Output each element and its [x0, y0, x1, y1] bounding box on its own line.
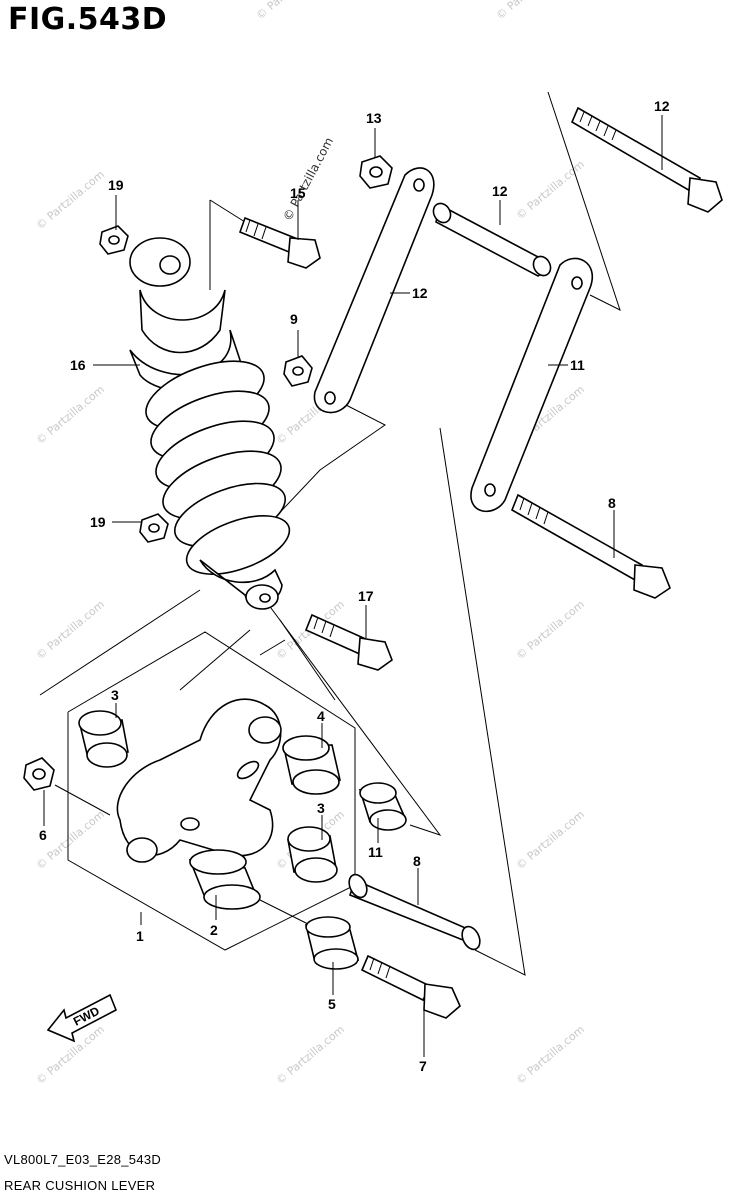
assembly-outline-lines [39, 91, 621, 976]
watermark-text: © Partzilla.com [34, 168, 107, 233]
callout-8: 8 [413, 853, 421, 869]
callout-3-right: 3 [317, 800, 325, 816]
callout-19-bottom: 19 [90, 514, 106, 530]
figure-name: REAR CUSHION LEVER [4, 1178, 156, 1193]
watermark-text: © Partzilla.com [514, 598, 587, 663]
callout-16: 16 [70, 357, 86, 373]
bolt-9 [510, 493, 671, 599]
callout-11: 11 [368, 844, 383, 860]
spacer-11 [358, 782, 407, 831]
callout-13: 12 [492, 183, 508, 199]
cushion-rod-right [470, 257, 593, 513]
fwd-arrow-icon: FWD [46, 993, 118, 1043]
callout-5: 5 [328, 996, 336, 1012]
shock-spring-coils [145, 360, 291, 575]
watermark-text: © Partzilla.com [514, 1023, 587, 1088]
spacer-13 [432, 202, 552, 277]
watermark-text: © Partzilla.com [254, 0, 327, 22]
nut-19-bottom [139, 513, 169, 543]
callout-12-right: 11 [570, 357, 585, 373]
callout-17: 15 [290, 185, 306, 201]
callout-1: 1 [136, 928, 144, 944]
callout-12-left: 12 [412, 285, 428, 301]
nut-15 [359, 155, 393, 189]
callout-6: 7 [419, 1058, 427, 1074]
figure-code: VL800L7_E03_E28_543D [4, 1152, 162, 1167]
nut-19-top [99, 225, 129, 255]
callout-10: 9 [290, 311, 298, 327]
rear-shock-absorber [129, 237, 291, 610]
callout-3-left: 3 [111, 687, 119, 703]
callout-7: 6 [39, 827, 47, 843]
bolt-17 [238, 216, 321, 269]
callout-9: 8 [608, 495, 616, 511]
spacer-5 [304, 916, 360, 970]
callout-labels: 19 13 15 12 12 12 11 9 16 8 19 17 3 4 3 … [39, 98, 670, 1074]
watermark-text: © Partzilla.com [34, 383, 107, 448]
leader-lines [43, 115, 663, 1057]
callout-14: 12 [654, 98, 670, 114]
watermark-text: © Partzilla.com [34, 598, 107, 663]
callout-2: 2 [210, 922, 218, 938]
bolt-18 [304, 613, 393, 671]
bearing-4 [282, 735, 341, 795]
spacer-8 [348, 873, 481, 951]
bearing-3-right [287, 826, 338, 883]
bearing-3-left [78, 710, 129, 768]
callout-18: 17 [358, 588, 374, 604]
bolt-6 [360, 954, 461, 1019]
watermark-text: © Partzilla.com [280, 135, 336, 223]
watermark-text: © Partzilla.com [274, 1023, 347, 1088]
cushion-lever [116, 698, 282, 863]
watermark-text: © Partzilla.com [494, 0, 567, 22]
bolt-14 [570, 106, 723, 213]
watermark-text: © Partzilla.com [514, 158, 587, 223]
figure-title: FIG.543D [8, 2, 168, 37]
callout-15: 13 [366, 110, 382, 126]
callout-4: 4 [317, 708, 325, 724]
bearing-2 [188, 849, 261, 910]
nut-10 [283, 355, 313, 387]
nut-7 [23, 757, 55, 791]
callout-19-top: 19 [108, 177, 124, 193]
cushion-rod-left [313, 167, 435, 414]
watermark-text: © Partzilla.com [514, 808, 587, 873]
